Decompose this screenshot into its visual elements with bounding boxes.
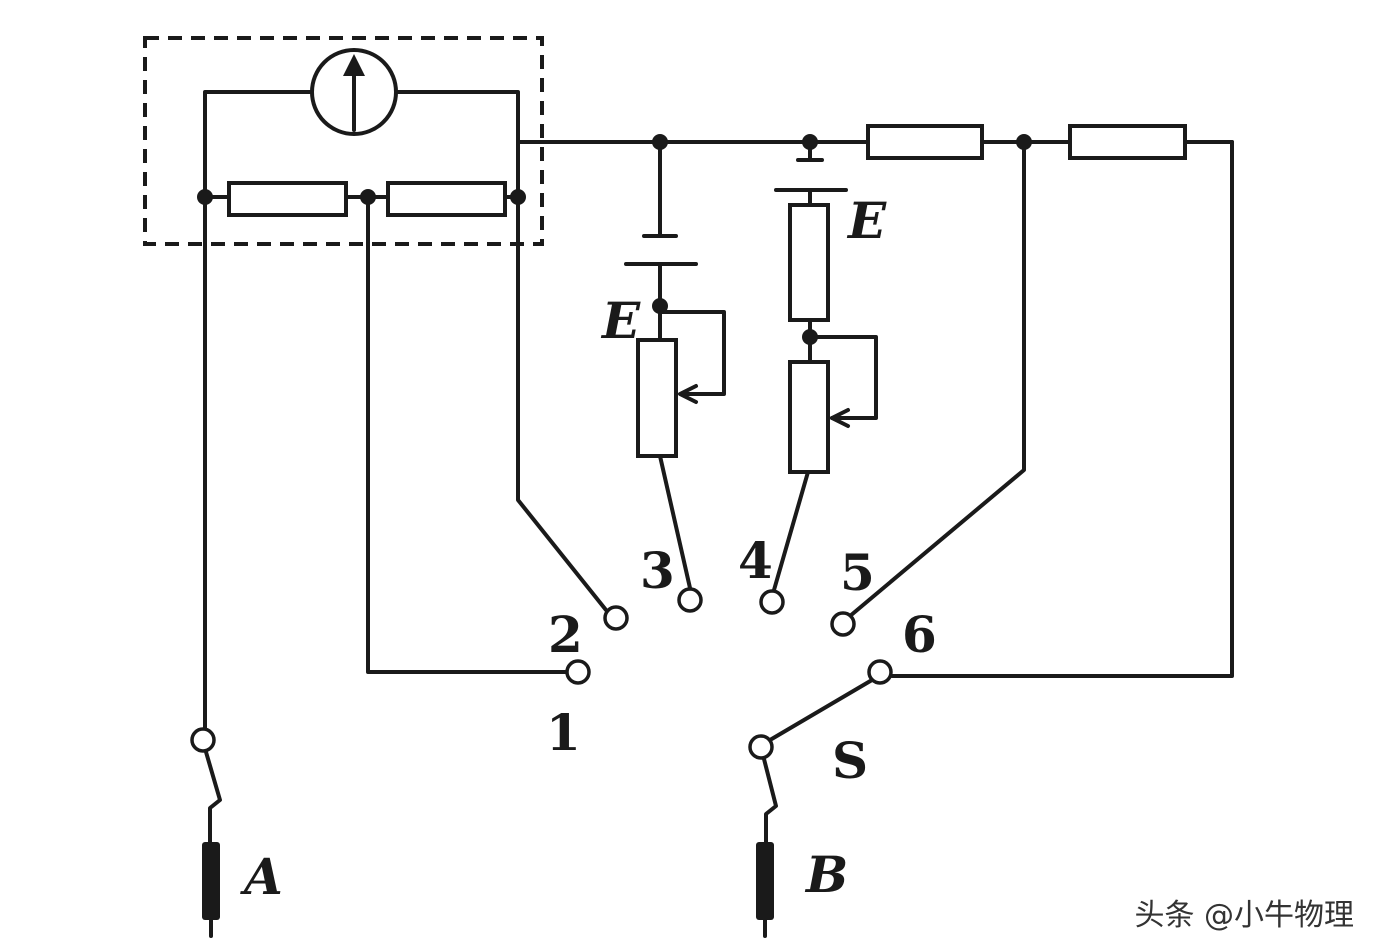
series-resistor-2 bbox=[1068, 124, 1187, 160]
terminal-5[interactable] bbox=[830, 611, 856, 637]
label-terminal-5: 5 bbox=[840, 543, 875, 602]
rheostat-slider-wire bbox=[658, 310, 726, 396]
label-switch: S bbox=[832, 731, 868, 790]
rheostat-slider-wire bbox=[808, 335, 878, 420]
terminal-4[interactable] bbox=[759, 589, 785, 615]
label-emf-right: E bbox=[846, 191, 887, 250]
galvanometer-branch-wire bbox=[203, 90, 520, 199]
label-terminal-2: 2 bbox=[548, 605, 583, 664]
shunt-resistor-1 bbox=[227, 181, 348, 217]
label-probe-a: A bbox=[240, 847, 283, 906]
label-terminal-1: 1 bbox=[546, 703, 581, 762]
switch-pivot bbox=[748, 734, 774, 760]
label-terminal-6: 6 bbox=[902, 605, 937, 664]
slider-arrow-icon bbox=[678, 384, 698, 404]
rheostat-right bbox=[788, 360, 830, 474]
probe-b[interactable] bbox=[756, 842, 774, 920]
selector-switch-blade[interactable] bbox=[768, 678, 874, 742]
galvanometer-arrow-icon bbox=[343, 54, 365, 76]
probe-a-jack[interactable] bbox=[190, 727, 216, 753]
terminal-2[interactable] bbox=[603, 605, 629, 631]
terminal-3[interactable] bbox=[677, 587, 703, 613]
label-probe-b: B bbox=[804, 845, 848, 904]
probe-a-cable bbox=[204, 750, 222, 844]
label-emf-left: E bbox=[600, 291, 641, 350]
probe-b-cable bbox=[762, 757, 778, 844]
probe-a[interactable] bbox=[202, 842, 220, 920]
terminal-1[interactable] bbox=[565, 659, 591, 685]
label-terminal-3: 3 bbox=[640, 541, 675, 600]
label-terminal-4: 4 bbox=[738, 531, 773, 590]
slider-arrow-icon bbox=[830, 408, 850, 428]
wire-to-terminal-1 bbox=[366, 195, 568, 674]
series-resistor-1 bbox=[866, 124, 984, 160]
terminal-6[interactable] bbox=[867, 659, 893, 685]
wire-to-terminal-2 bbox=[516, 195, 608, 612]
fixed-resistor-right bbox=[788, 203, 830, 322]
shunt-resistor-2 bbox=[386, 181, 507, 217]
rheostat-left bbox=[636, 338, 678, 458]
battery-lead bbox=[796, 140, 824, 207]
wire-to-terminal-5 bbox=[848, 140, 1026, 618]
watermark: 头条 @小牛物理 bbox=[1134, 898, 1354, 933]
wire-to-terminal-6 bbox=[890, 140, 1234, 678]
